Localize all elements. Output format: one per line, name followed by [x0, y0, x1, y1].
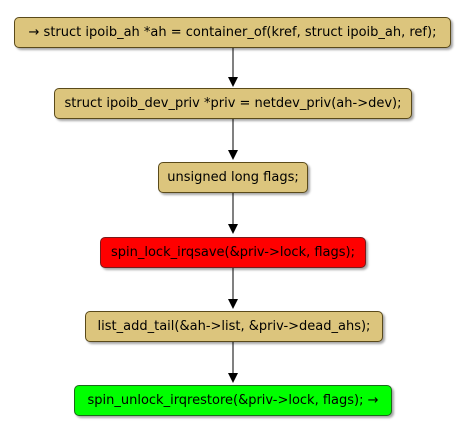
- node-container-of: → struct ipoib_ah *ah = container_of(kre…: [14, 17, 451, 48]
- node-netdev-priv: struct ipoib_dev_priv *priv = netdev_pri…: [54, 88, 412, 119]
- node-spin-unlock: spin_unlock_irqrestore(&priv->lock, flag…: [74, 385, 392, 416]
- node-list-add-tail: list_add_tail(&ah->list, &priv->dead_ahs…: [85, 311, 383, 342]
- node-spin-lock: spin_lock_irqsave(&priv->lock, flags);: [100, 237, 366, 268]
- node-flags-decl: unsigned long flags;: [158, 162, 308, 193]
